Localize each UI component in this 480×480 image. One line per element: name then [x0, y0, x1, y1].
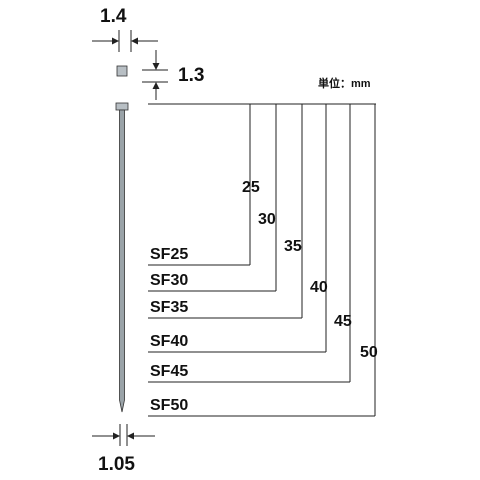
unit-label: 単位：mm	[318, 76, 371, 90]
shank-width-label: 1.05	[98, 454, 135, 475]
nail-head-square	[116, 65, 128, 77]
length-label-35: 35	[284, 238, 302, 255]
leader-lines	[148, 104, 376, 417]
length-label-50: 50	[360, 344, 378, 361]
model-label-sf40: SF40	[150, 333, 188, 350]
head-width-label: 1.4	[100, 6, 127, 27]
length-label-25: 25	[242, 179, 260, 196]
head-height-label: 1.3	[178, 65, 204, 86]
model-label-sf35: SF35	[150, 299, 188, 316]
model-label-sf45: SF45	[150, 363, 188, 380]
head-height-dimension-arrows	[142, 50, 168, 100]
length-label-40: 40	[310, 279, 328, 296]
head-width-dimension-arrows	[92, 30, 158, 52]
model-label-sf30: SF30	[150, 272, 188, 289]
nail-side-view	[115, 102, 129, 413]
model-label-sf50: SF50	[150, 397, 188, 414]
length-label-45: 45	[334, 313, 352, 330]
length-labels: 25 30 35 40 45 50	[242, 179, 378, 361]
length-label-30: 30	[258, 211, 276, 228]
shank-width-dimension-arrows	[92, 424, 155, 446]
model-label-sf25: SF25	[150, 246, 188, 263]
